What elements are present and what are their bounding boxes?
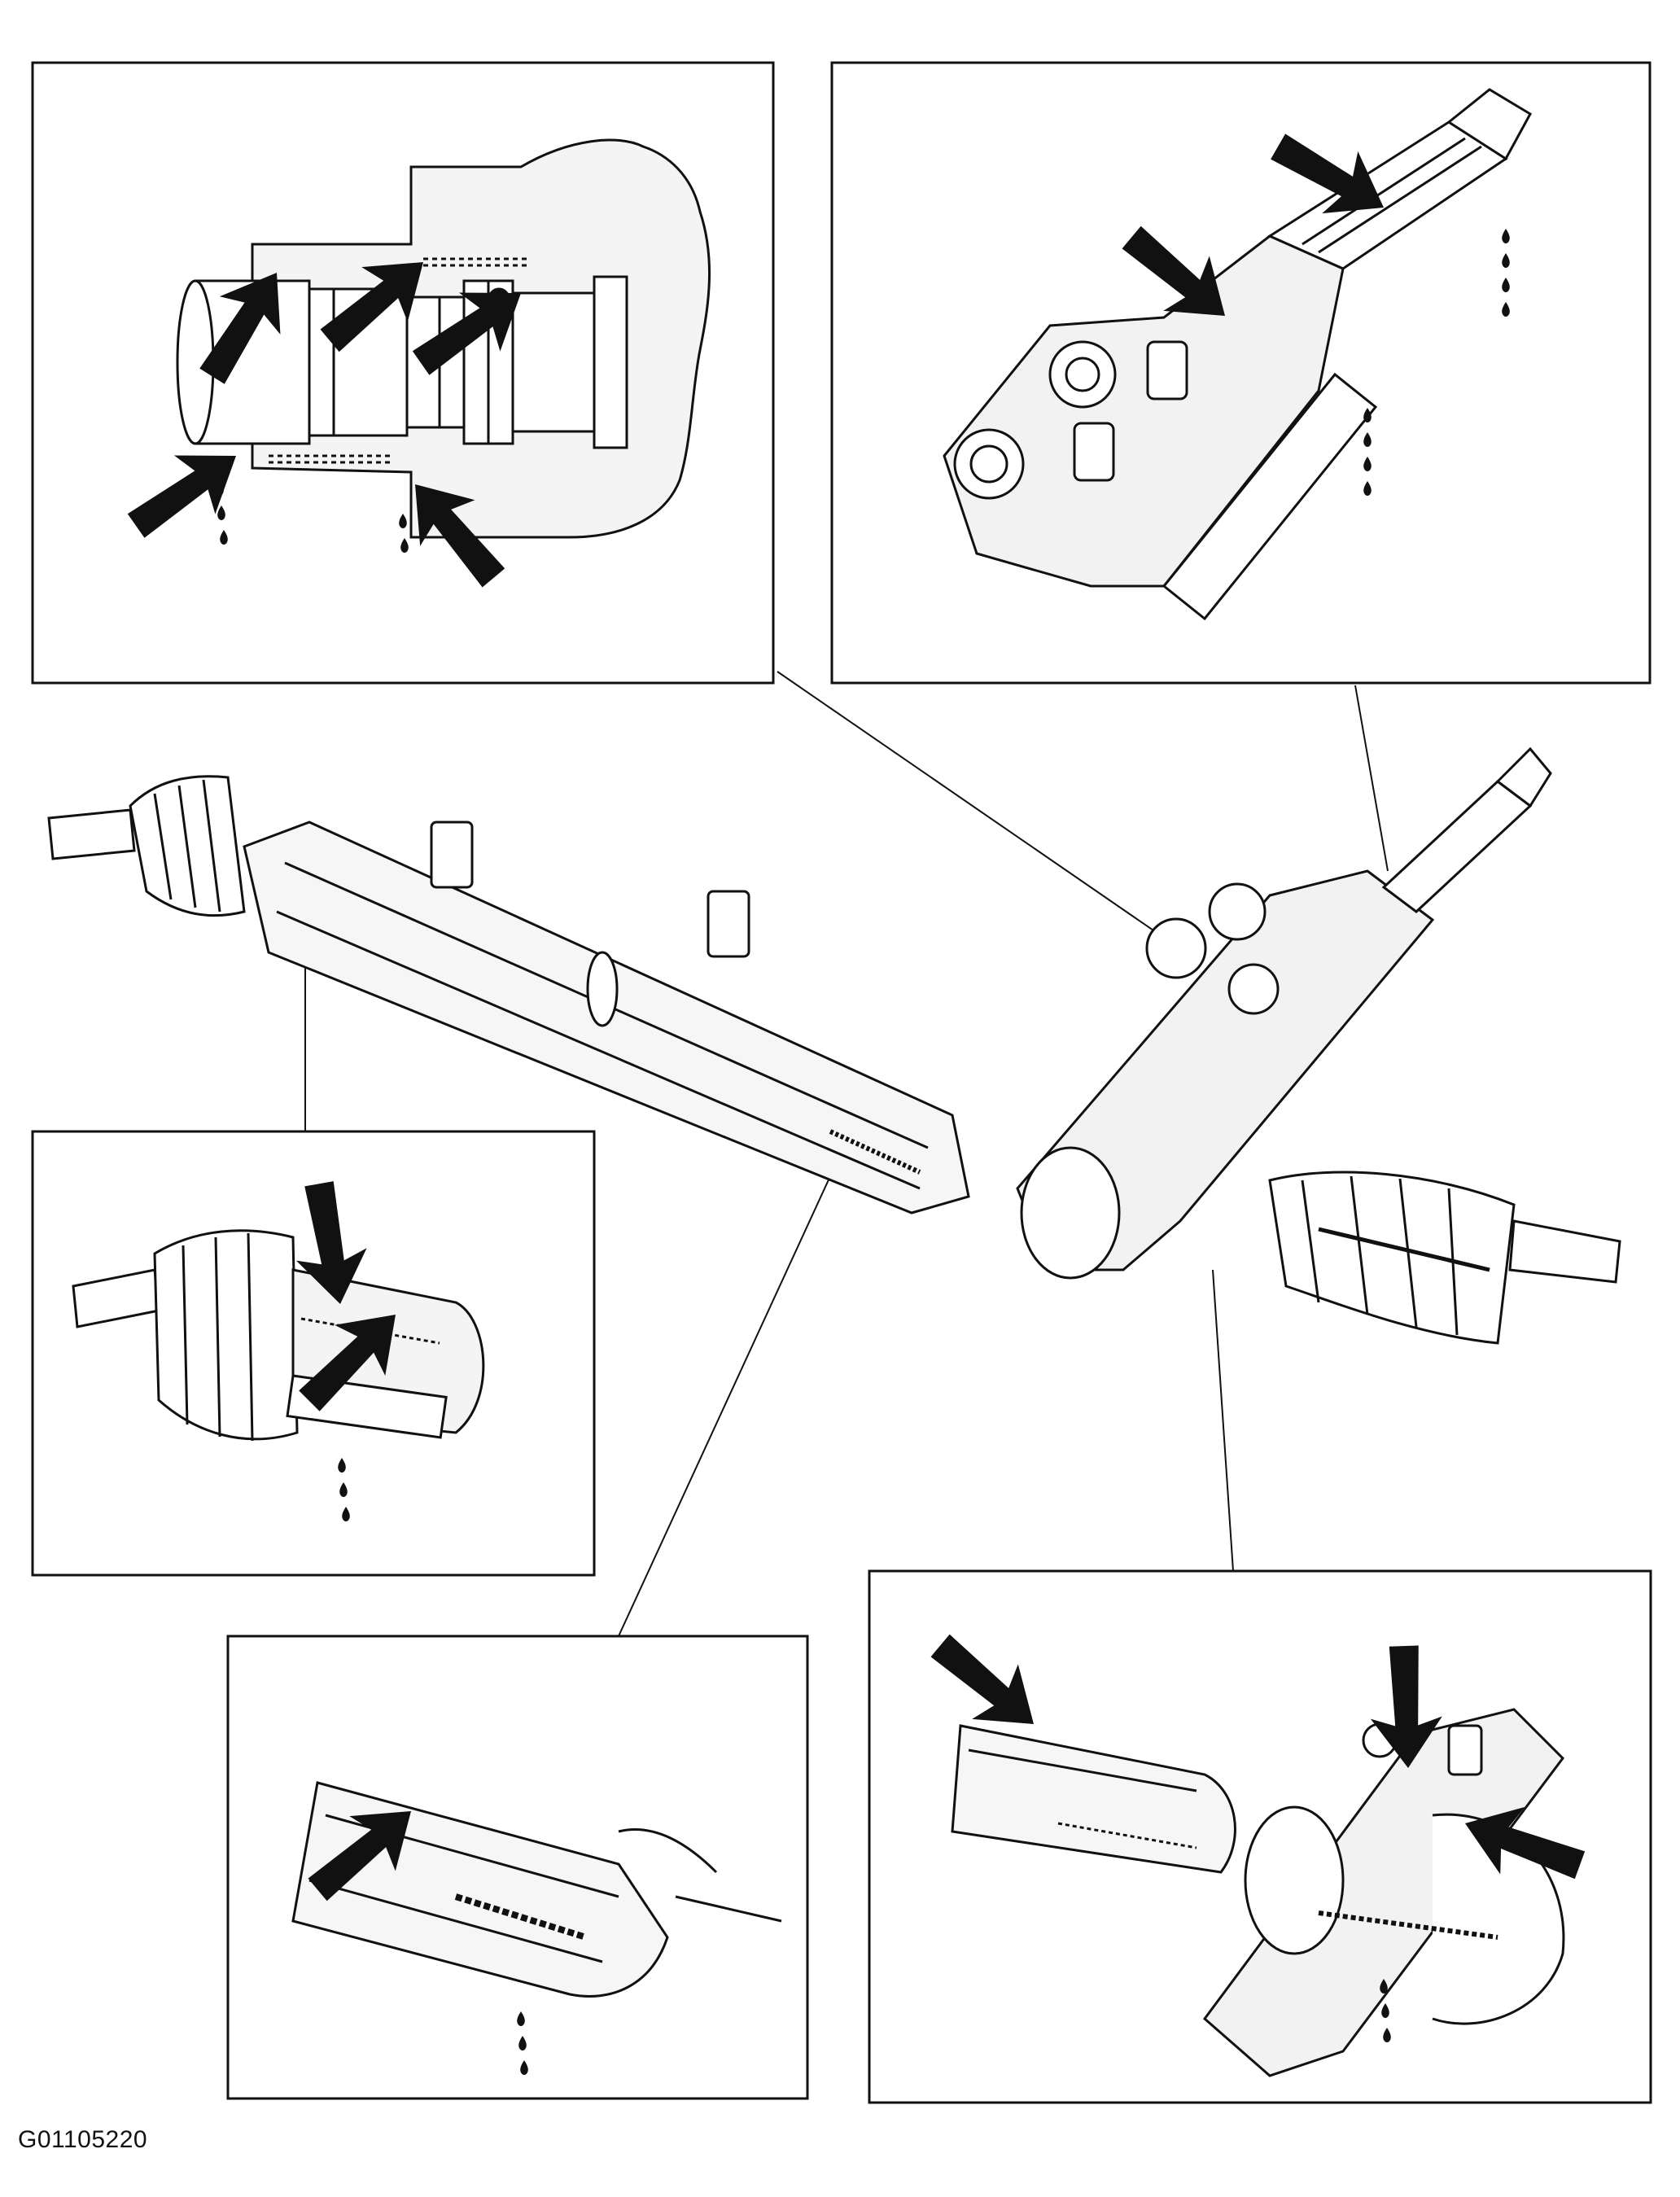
inset-pinion-housing xyxy=(830,61,1652,685)
inset-valve-body xyxy=(868,1569,1652,2104)
inset-input-shaft-seals xyxy=(31,61,775,685)
inset-cylinder-tube xyxy=(226,1635,809,2100)
figure-id-label: G01105220 xyxy=(18,2126,148,2153)
steering-rack-assembly xyxy=(47,746,1621,1345)
inset-rack-end-seal xyxy=(31,1130,596,1577)
